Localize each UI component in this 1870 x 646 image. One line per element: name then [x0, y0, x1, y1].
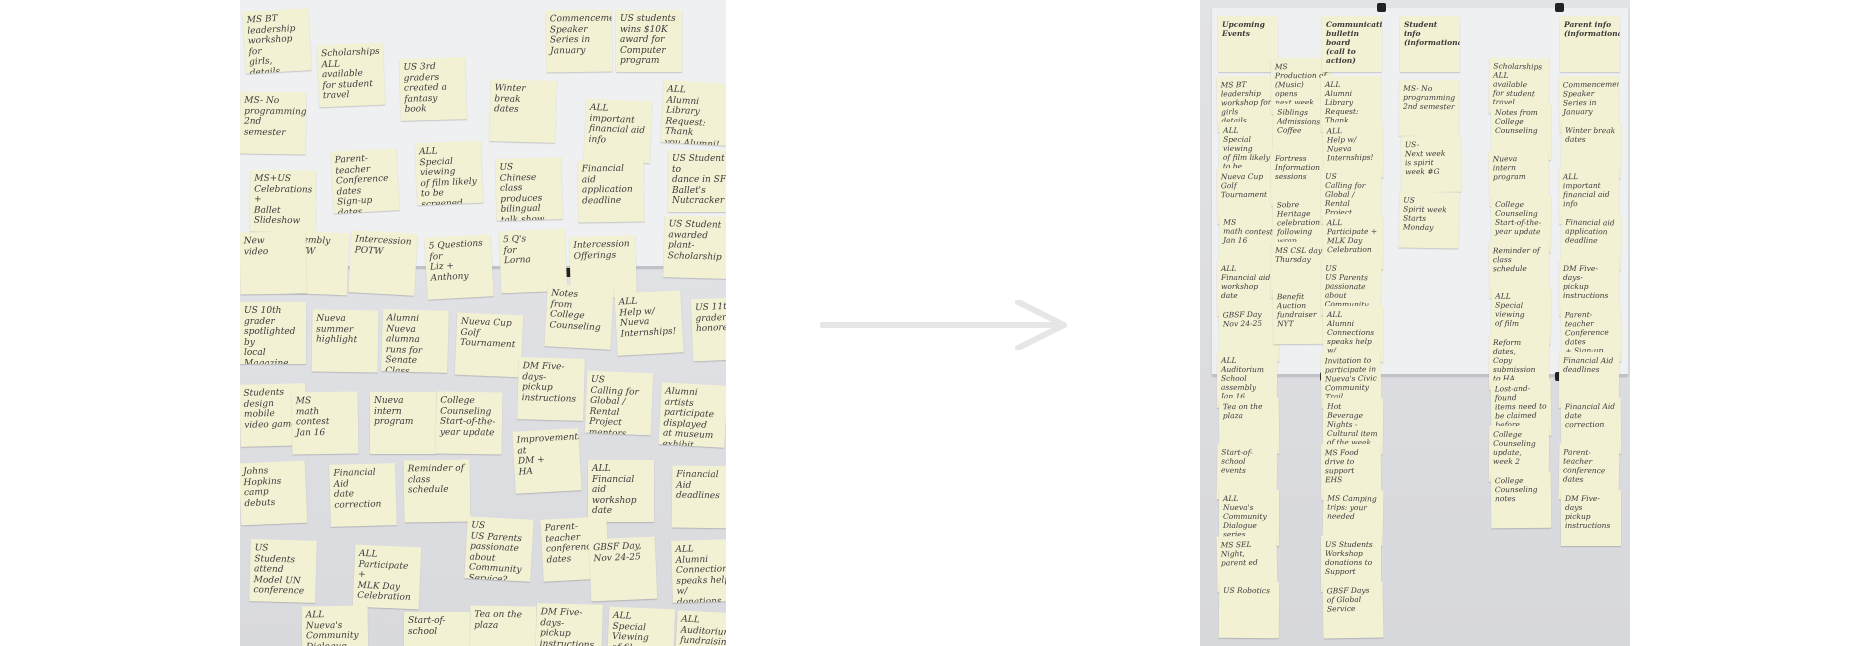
sticky-note: ALL Participate + MLK Day Celebration [352, 544, 422, 610]
sticky-note: US Spirit week Starts Monday [1398, 191, 1460, 249]
sticky-note: US 3rd graders created a fantasy book [399, 57, 467, 121]
sticky-note: ALL Nueva's Community Dialogue Series [301, 605, 369, 646]
sticky-note: Financial Aid deadlines [671, 465, 726, 529]
sticky-note: ALL Alumni Library Request: Thank you Al… [660, 80, 726, 146]
column-header-note: Parent info (informational) [1560, 16, 1620, 72]
sticky-note: ALL Financial aid workshop date [588, 460, 654, 522]
sticky-note: US 10th grader spotlighted by local Maga… [240, 302, 306, 364]
column-header-note: Communications bulletin board (call to a… [1322, 16, 1382, 72]
column-header-note: Upcoming Events [1218, 16, 1278, 72]
sticky-note: DM Five-days- pickup instructions [535, 603, 603, 646]
whiteboard-tray [1212, 374, 1628, 377]
column-header-note: Student info (informational) [1400, 16, 1460, 72]
sticky-note: College Counseling Start-of-the- year up… [435, 391, 503, 455]
sticky-note: MS- No programming 2nd semester [240, 91, 307, 155]
board-clip [563, 268, 572, 277]
sticky-note: MS math contest Jan 16 [291, 391, 359, 455]
sticky-note: Notes from College Counseling [544, 284, 614, 350]
sticky-note: ALL Auditorium fundraising [674, 610, 726, 646]
sticky-note: Tea on the plaza [469, 605, 537, 646]
sticky-note: Scholarships ALL available for student t… [316, 42, 386, 108]
sticky-note: ALL Special viewing of film likely to be… [414, 140, 484, 206]
sticky-note: US Student awarded plant- Scholarship [663, 215, 726, 279]
sticky-note: Nueva intern program [370, 392, 436, 454]
sticky-note: DM Five-days pickup instructions [1561, 490, 1621, 546]
sticky-note: Alumni Nueva alumna runs for Senate Clas… [381, 309, 449, 373]
sticky-note: MS- No programming 2nd semester [1398, 79, 1460, 137]
sticky-note: Alumni artists participate displayed at … [658, 382, 726, 448]
sticky-note: Winter break dates [489, 79, 557, 143]
sticky-note: GBSF Days of Global Service [1322, 581, 1384, 639]
sticky-note: Johns Hopkins camp debuts [240, 460, 308, 526]
board-clip [1555, 3, 1564, 12]
sticky-note: Improvements at DM + HA [512, 428, 582, 494]
sticky-note: US US Parents passionate about Community… [464, 516, 534, 582]
sticky-note: ALL Help w/ Nueva Internships! [614, 290, 684, 356]
sticky-note: ALL Alumni Connections speaks help w/ do… [671, 539, 726, 603]
sticky-note: College Counseling notes [1490, 471, 1552, 529]
sticky-note: US- Next week is spirit week #G [1400, 135, 1462, 193]
sticky-note: DM Five-days- pickup instructions [517, 357, 585, 421]
sticky-note: ALL Special Viewing of film [606, 606, 676, 646]
board-clip [1377, 3, 1386, 12]
sticky-note: Nueva summer highlight [311, 309, 379, 373]
sticky-note: GBSF Day, Nov 24-25 [588, 536, 658, 602]
sticky-note: US Robotics [1218, 581, 1280, 639]
before-board-photo: MS BT leadership workshop for girls, det… [240, 0, 726, 646]
sticky-note: 5 Q's for Lorna [498, 228, 568, 294]
sticky-note: MS+US Celebrations + Ballet Slideshow [249, 169, 317, 233]
sticky-note: US students wins $10K award for Computer… [616, 10, 682, 72]
sticky-note: Financial Aid date correction [329, 463, 397, 527]
sticky-note: US Calling for Global / Rental Project m… [584, 370, 654, 436]
sticky-note: ALL important financial aid info [583, 98, 653, 164]
sticky-note: US Student to dance in SF Ballet's Nutcr… [668, 150, 726, 212]
sticky-note: New video [240, 231, 307, 295]
sticky-note: US Students attend Model UN conference [249, 539, 317, 603]
sticky-note: Intercession POTW [348, 230, 418, 296]
sticky-note: MS BT leadership workshop for girls, det… [242, 8, 312, 74]
sticky-note: Parent-teacher Conference dates Sign-up … [330, 148, 400, 214]
sticky-note: Commencement Speaker Series in January [545, 9, 613, 73]
sticky-note: Reminder of class schedule [403, 459, 471, 523]
sticky-note: 5 Questions for Liz + Anthony [424, 234, 494, 300]
sticky-note: Start-of- school [404, 612, 470, 646]
sticky-note: Nueva Cup Golf Tournament [454, 312, 524, 378]
sticky-note: US 11th grader honored [690, 296, 726, 362]
right-arrow-icon [820, 300, 1067, 350]
sticky-note: US Chinese class produces bilingual talk… [495, 157, 563, 221]
sticky-note: Financial aid application deadline [577, 159, 645, 223]
